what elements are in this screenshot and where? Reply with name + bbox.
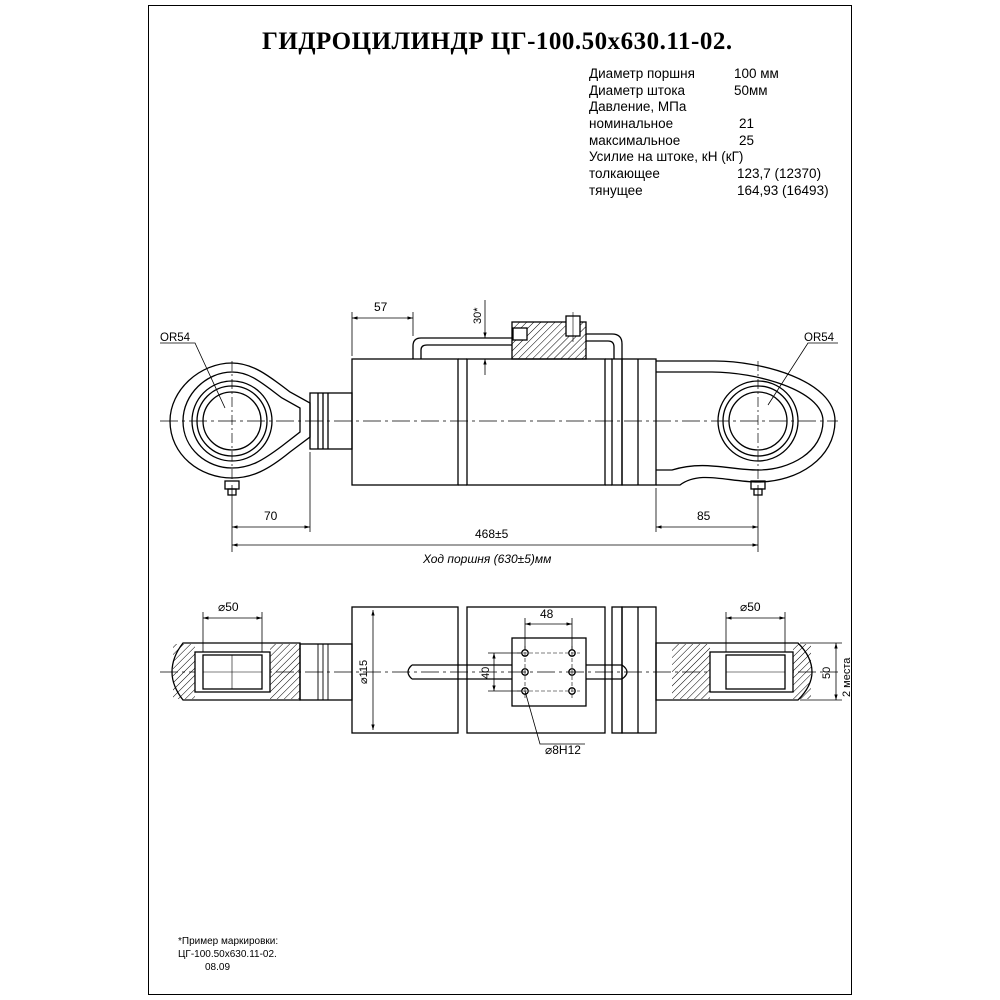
side-view: [160, 300, 838, 552]
radius-leader-left: [160, 342, 226, 409]
hole-size-label: ⌀8H12: [545, 743, 581, 757]
drawing-sheet-border: [148, 5, 852, 995]
dimension-85-label: 85: [697, 509, 711, 523]
spec-row: Диаметр штока 50мм: [589, 82, 768, 100]
marking-heading: *Пример маркировки:: [178, 936, 279, 947]
spec-label: Диаметр штока: [589, 82, 686, 98]
spec-value: 21: [739, 116, 755, 132]
spec-row: Диаметр поршня 100 мм: [589, 66, 779, 83]
spec-row: Давление, МПа: [589, 99, 743, 116]
spec-label: Усилие на штоке, кН (кГ): [589, 149, 744, 165]
dimension-468-label: 468±5: [475, 527, 509, 541]
spec-label: максимальное: [589, 132, 681, 148]
spec-label: Давление, МПа: [589, 99, 687, 115]
valve-block: [511, 312, 587, 360]
spec-row: номинальное 21: [589, 116, 754, 133]
cylinder-body: [351, 358, 657, 486]
dimension-57-label: 57: [374, 300, 388, 314]
spec-value: 25: [739, 132, 755, 148]
spec-label: Диаметр поршня: [589, 66, 695, 81]
pipe-top-right: [586, 664, 628, 680]
top-view: [160, 606, 842, 745]
spec-value: 123,7 (12370): [737, 166, 822, 182]
spec-value: 50мм: [734, 82, 768, 98]
dimension-57: [351, 312, 414, 356]
spec-value: 100 мм: [734, 66, 779, 81]
dimension-48-label: 48: [540, 607, 554, 621]
right-clevis: [656, 360, 836, 496]
drawing-title: ГИДРОЦИЛИНДР ЦГ-100.50х630.11-02.: [262, 28, 733, 55]
dimension-30-label: 30*: [472, 307, 484, 324]
spec-label: тянущее: [589, 182, 643, 198]
dimension-85: [655, 485, 759, 552]
dimension-30: [476, 300, 512, 375]
hole-leader: [524, 690, 585, 745]
eye-places-label: 2 места: [841, 657, 853, 697]
bore-left-label: ⌀50: [218, 600, 239, 614]
spec-value: 164,93 (16493): [737, 182, 829, 198]
radius-label-right: OR54: [804, 332, 835, 344]
spec-row: Усилие на штоке, кН (кГ): [589, 149, 743, 166]
dimension-70: [231, 452, 311, 552]
specifications-table: Диаметр поршня 100 мм Диаметр штока 50мм Д…: [589, 66, 829, 200]
dimension-115-label: ⌀115: [358, 660, 370, 684]
dimension-70-label: 70: [264, 509, 278, 523]
radius-leader-right: [767, 342, 838, 406]
radius-label-left: OR54: [160, 332, 191, 344]
cylinder-body-top: [351, 606, 657, 734]
left-eye-section: [171, 612, 301, 701]
dimension-40-label: 40: [480, 667, 492, 679]
bore-right-label: ⌀50: [740, 600, 761, 614]
eye-width-label: 50: [821, 667, 833, 679]
spec-row: толкающее 123,7 (12370): [589, 166, 821, 183]
rod-collar: [309, 392, 353, 450]
marking-date: 08.09: [205, 962, 231, 973]
spec-label: толкающее: [589, 166, 660, 182]
spec-label: номинальное: [589, 116, 674, 132]
hydraulic-pipe: [412, 333, 623, 359]
right-eye-section: [655, 612, 842, 701]
marking-code: ЦГ-100.50х630.11-02.: [178, 949, 277, 960]
spec-row: максимальное 25: [589, 132, 754, 150]
spec-row: тянущее 164,93 (16493): [589, 182, 829, 200]
stroke-label: Ход поршня (630±5)мм: [422, 552, 551, 566]
left-rod-eye: [169, 361, 311, 496]
